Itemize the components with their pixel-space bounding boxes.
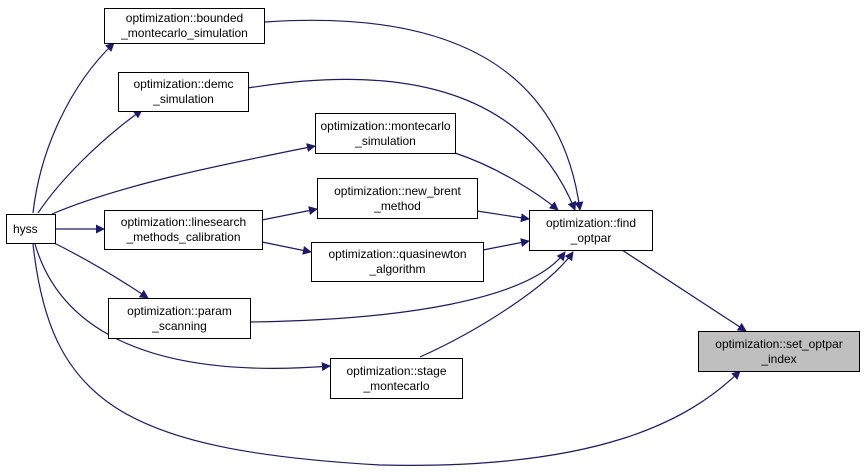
edge-hyss-to-setoptpar	[32, 243, 741, 466]
node-label-line-1: optimization::stage	[346, 363, 447, 378]
node-label-line-2: _optpar	[570, 230, 612, 245]
node-label-line-1: optimization::new_brent	[334, 183, 461, 198]
node-label-line-2: _scanning	[152, 318, 207, 333]
edge-hyss-to-stage	[34, 243, 331, 372]
edge-demc-to-findoptpar	[247, 78, 577, 211]
node-set-optpar-index: optimization::set_optpar _index	[698, 331, 860, 372]
node-label-line-2: _methods_calibration	[126, 230, 241, 244]
edge-param-to-findoptpar	[249, 251, 566, 323]
edge-findoptpar-to-setoptpar	[621, 249, 747, 332]
node-linesearch-methods-calibration[interactable]: optimization::linesearch _methods_calibr…	[104, 210, 263, 250]
node-label-line-1: optimization::bounded	[125, 11, 244, 25]
node-new-brent-method[interactable]: optimization::new_brent _method	[317, 178, 478, 219]
node-bounded-montecarlo-simulation[interactable]: optimization::bounded _montecarlo_simula…	[104, 8, 265, 44]
edge-linesearch-to-newbrent	[261, 206, 318, 221]
node-label-line-1: optimization::quasinewton	[328, 247, 467, 261]
edge-quasinewton-to-findoptpar	[482, 238, 530, 251]
edge-bounded-to-findoptpar	[263, 19, 584, 211]
edge-montecarlo-to-findoptpar	[454, 152, 559, 211]
node-label-line-2: _index	[761, 351, 797, 366]
node-hyss[interactable]: hyss	[6, 214, 56, 244]
node-param-scanning[interactable]: optimization::param _scanning	[108, 298, 251, 339]
node-label-line-2: _algorithm	[369, 262, 426, 276]
node-label-line-2: _simulation	[153, 92, 214, 106]
node-montecarlo-simulation[interactable]: optimization::montecarlo _simulation	[315, 113, 456, 154]
node-label-line-1: optimization::param	[127, 303, 232, 318]
node-label-line-1: optimization::montecarlo	[320, 118, 451, 133]
edge-newbrent-to-findoptpar	[476, 210, 530, 223]
node-stage-montecarlo[interactable]: optimization::stage _montecarlo	[330, 358, 463, 399]
edge-hyss-to-montecarlo	[51, 143, 316, 215]
edge-stage-to-findoptpar	[419, 251, 574, 358]
node-label-line-2: _method	[374, 198, 421, 213]
node-label-line-1: optimization::set_optpar	[715, 336, 843, 351]
edge-hyss-to-param	[49, 240, 149, 299]
node-label-line-1: optimization::linesearch	[120, 215, 247, 229]
edge-hyss-to-bounded	[32, 42, 115, 214]
node-demc-simulation[interactable]: optimization::demc _simulation	[118, 72, 249, 112]
node-quasinewton-algorithm[interactable]: optimization::quasinewton _algorithm	[311, 242, 484, 282]
node-label-line-2: _montecarlo	[363, 378, 430, 393]
node-label-line-1: optimization::find	[545, 215, 637, 230]
edge-linesearch-to-quasinewton	[261, 241, 312, 255]
node-label-line-1: optimization::demc	[133, 77, 234, 91]
edge-hyss-to-demc	[37, 109, 143, 214]
node-find-optpar[interactable]: optimization::find _optpar	[529, 210, 653, 251]
node-hyss-label: hyss	[13, 221, 38, 236]
node-label-line-2: _simulation	[355, 133, 416, 148]
node-label-line-2: _montecarlo_simulation	[121, 26, 248, 40]
